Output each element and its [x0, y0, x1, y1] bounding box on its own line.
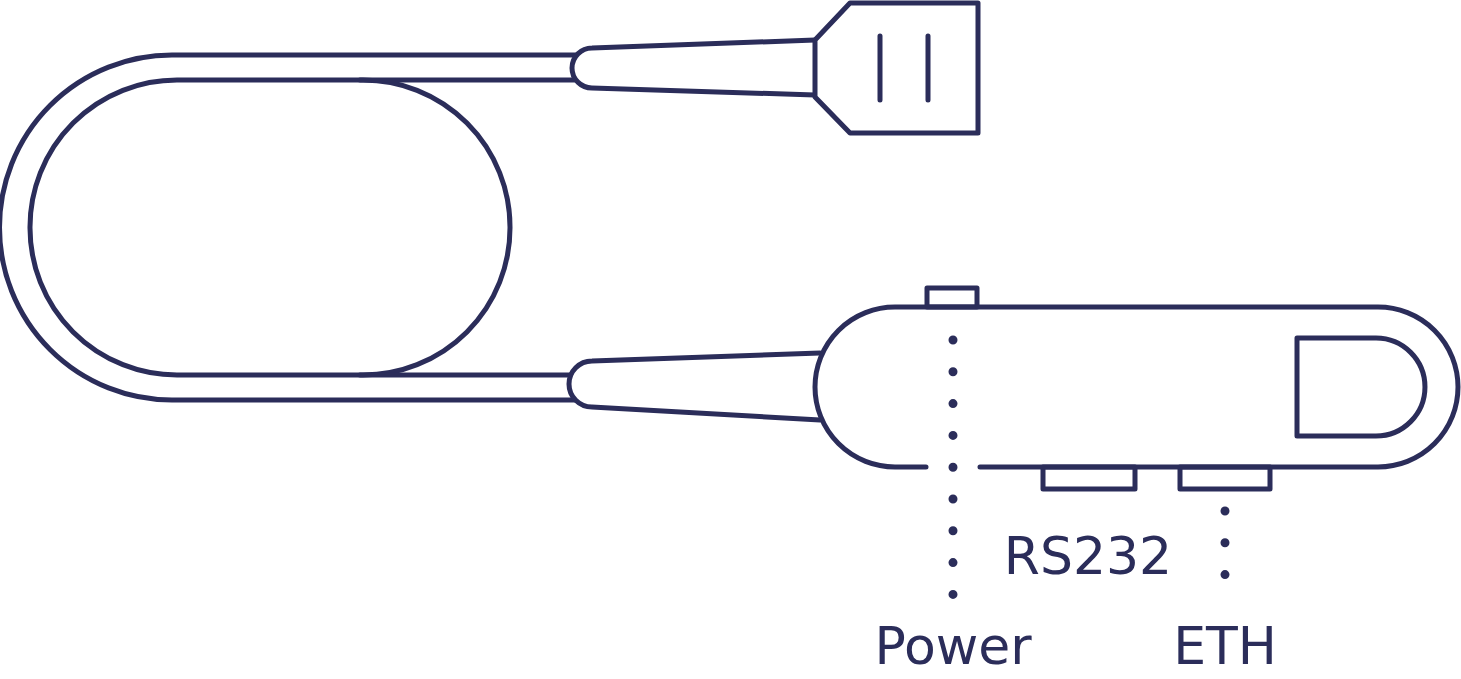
- plug-connector: [815, 3, 978, 133]
- device-window: [1297, 338, 1425, 436]
- plug-pins: [880, 36, 928, 100]
- rs232-port: [1043, 467, 1135, 489]
- eth-port: [1180, 467, 1270, 489]
- part-label: ETH: [1173, 620, 1277, 672]
- device-housing: [815, 307, 1458, 467]
- leader-line: [1221, 511, 1230, 595]
- cable-inner: [30, 80, 510, 375]
- cable-inner-edge: [360, 80, 580, 375]
- leader-line: [949, 340, 958, 595]
- cable-device: [0, 3, 1458, 489]
- power-button: [927, 288, 977, 307]
- cable-boot: [572, 40, 815, 95]
- part-label: RS232: [1004, 530, 1172, 582]
- leader-lines: [953, 340, 1225, 595]
- part-label: Power: [874, 620, 1031, 672]
- cable-boot: [569, 353, 820, 420]
- cable-outer: [0, 55, 580, 400]
